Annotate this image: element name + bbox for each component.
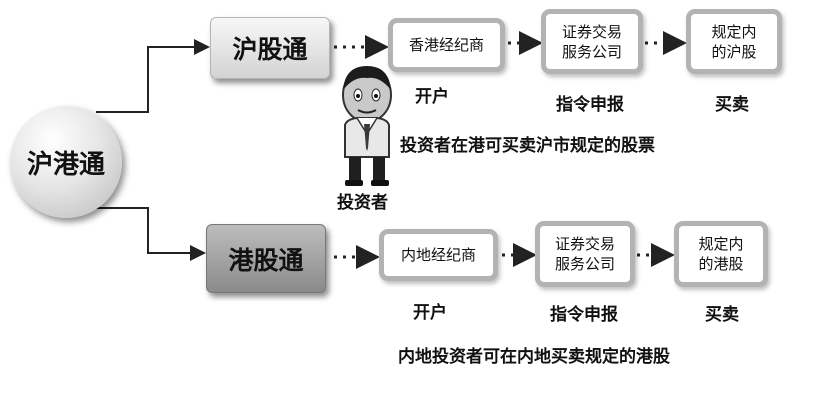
investor-figure-icon (342, 66, 392, 186)
branch-shanghai-label: 沪股通 (232, 35, 308, 64)
node-hk-broker-label: 香港经纪商 (408, 36, 484, 54)
description-hongkong-connect: 内地投资者可在内地买卖规定的港股 (398, 347, 670, 367)
branch-shanghai-connect: 沪股通 (210, 17, 330, 79)
node-securities-service-bottom-label: 证券交易 服务公司 (554, 235, 615, 273)
node-securities-service-top: 证券交易 服务公司 (541, 9, 643, 74)
description-shanghai-connect: 投资者在港可买卖沪市规定的股票 (400, 136, 655, 156)
node-mainland-broker-label: 内地经纪商 (400, 246, 476, 264)
branch-hongkong-label: 港股通 (228, 245, 304, 275)
caption-open-account-top: 开户 (415, 87, 449, 107)
connector-hub-to-shanghai (96, 39, 210, 113)
node-mainland-broker: 内地经纪商 (379, 229, 498, 281)
node-securities-service-top-label: 证券交易 服务公司 (561, 22, 622, 61)
node-designated-shanghai-stocks-label: 规定内 的沪股 (711, 22, 757, 61)
node-designated-hk-stocks-label: 规定内 的港股 (698, 235, 744, 273)
node-designated-shanghai-stocks: 规定内 的沪股 (686, 9, 782, 74)
branch-hongkong-connect: 港股通 (206, 224, 326, 293)
caption-order-report-top: 指令申报 (556, 95, 624, 115)
caption-trade-bottom: 买卖 (705, 305, 739, 325)
node-securities-service-bottom: 证券交易 服务公司 (535, 221, 635, 287)
caption-trade-top: 买卖 (715, 95, 749, 115)
node-designated-hk-stocks: 规定内 的港股 (674, 221, 768, 287)
caption-open-account-bottom: 开户 (413, 303, 447, 323)
investor-label: 投资者 (337, 193, 388, 213)
hub-label: 沪港通 (26, 149, 105, 180)
node-hk-broker: 香港经纪商 (388, 18, 505, 72)
connector-hub-to-hongkong (96, 207, 206, 261)
caption-order-report-bottom: 指令申报 (550, 305, 618, 325)
hub-shanghai-hongkong-connect: 沪港通 (10, 106, 122, 218)
